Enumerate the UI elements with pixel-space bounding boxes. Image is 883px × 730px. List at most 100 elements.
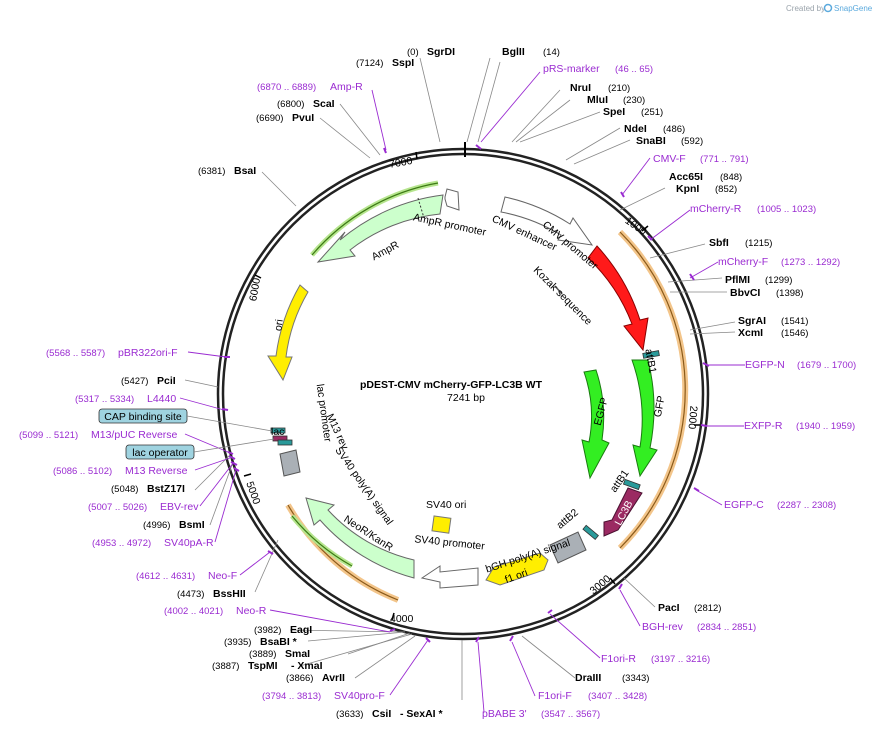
primer-pos-mcherry-f: (1273 .. 1292) bbox=[781, 257, 840, 268]
snapgene-logo-icon bbox=[823, 3, 833, 13]
sv40-polya-label: SV40 poly(A) signal bbox=[332, 445, 395, 527]
primer-pos-neo-r: (4002 .. 4021) bbox=[164, 606, 223, 617]
enzyme-acc65i: Acc65I bbox=[669, 171, 703, 183]
kozak-label: Kozak sequence bbox=[531, 264, 594, 327]
egfp-arrow bbox=[581, 369, 610, 480]
enzyme-bsmi: BsmI bbox=[179, 519, 205, 531]
feature-arrows bbox=[267, 188, 660, 589]
enzyme-scai: ScaI bbox=[313, 98, 335, 110]
enzyme-pos-bglii: (14) bbox=[543, 47, 560, 58]
enzyme-pos-nrui: (210) bbox=[608, 83, 630, 94]
primer-f1ori-r: F1ori-R bbox=[601, 653, 636, 665]
enzyme-csii: CsiI bbox=[372, 708, 391, 720]
cmv-arrow bbox=[500, 196, 594, 246]
enzyme-pflmi: PflMI bbox=[725, 274, 750, 286]
lc3b-arrow bbox=[603, 487, 643, 537]
enzyme-pos-bstz17i: (5048) bbox=[111, 484, 138, 495]
primer-pos-ebv-rev: (5007 .. 5026) bbox=[88, 502, 147, 513]
primer-sv40pro-f: SV40pro-F bbox=[334, 690, 385, 702]
primer-pos-neo-f: (4612 .. 4631) bbox=[136, 571, 195, 582]
primer-l4440: L4440 bbox=[147, 393, 176, 405]
primer-exfp-r: EXFP-R bbox=[744, 420, 783, 432]
tick-label-3000: 3000 bbox=[588, 573, 614, 597]
bgh-polya-box bbox=[549, 531, 587, 564]
primer-ebv-rev: EBV-rev bbox=[160, 501, 199, 513]
enzyme-pos-pcii: (5427) bbox=[121, 376, 148, 387]
enzyme-sspi: SspI bbox=[392, 57, 414, 69]
enzyme-bsabi: BsaBI * bbox=[260, 636, 298, 648]
enzyme-pos-mlui: (230) bbox=[623, 95, 645, 106]
primer-pos-m13-puc-reverse: (5099 .. 5121) bbox=[19, 430, 78, 441]
primer-f1ori-f: F1ori-F bbox=[538, 690, 572, 702]
primer-pos-sv40pa-r: (4953 .. 4972) bbox=[92, 538, 151, 549]
enzyme-pos-acc65i: (848) bbox=[720, 172, 742, 183]
enzyme-xmai: - XmaI bbox=[291, 660, 323, 672]
enzyme-pos-xcmi: (1546) bbox=[781, 328, 808, 339]
primer-pos-sv40pro-f: (3794 .. 3813) bbox=[262, 691, 321, 702]
enzyme-nrui: NruI bbox=[570, 82, 591, 94]
primer-pos-egfp-n: (1679 .. 1700) bbox=[797, 360, 856, 371]
plasmid-size: 7241 bp bbox=[447, 392, 485, 404]
ori-arrow bbox=[267, 284, 309, 382]
enzyme-smai: SmaI bbox=[285, 648, 310, 660]
primer-pos-m13-reverse: (5086 .. 5102) bbox=[53, 466, 112, 477]
enzyme-paci: PacI bbox=[658, 602, 680, 614]
enzyme-ndei: NdeI bbox=[624, 123, 647, 135]
enzyme-tspmi: TspMI bbox=[248, 660, 278, 672]
lac-small-label: lac bbox=[271, 426, 284, 438]
primer-neo-f: Neo-F bbox=[208, 570, 237, 582]
primer-mcherry-r: mCherry-R bbox=[690, 203, 742, 215]
enzyme-sbfi: SbfI bbox=[709, 237, 729, 249]
enzyme-pos-pflmi: (1299) bbox=[765, 275, 792, 286]
lac-operator-label: lac operator bbox=[132, 447, 188, 459]
snapgene-brand-label: SnapGene bbox=[834, 4, 873, 13]
attb1-box-a bbox=[642, 350, 660, 359]
tick-label-2000: 2000 bbox=[686, 405, 700, 429]
primer-cmv-f: CMV-F bbox=[653, 153, 686, 165]
boxed-labels: CAP binding site lac operator bbox=[98, 408, 275, 460]
enzyme-pos-paci: (2812) bbox=[694, 603, 721, 614]
green-arc-top-line bbox=[311, 182, 439, 256]
attb2-box bbox=[582, 524, 599, 541]
enzyme-pos-sspi: (7124) bbox=[356, 58, 383, 69]
enzyme-bsai: BsaI bbox=[234, 165, 256, 177]
enzyme-pos-eagi: (3982) bbox=[254, 625, 281, 636]
primer-m13-reverse: M13 Reverse bbox=[125, 465, 188, 477]
enzyme-sgrai: SgrAI bbox=[738, 315, 766, 327]
enzyme-xcmi: XcmI bbox=[738, 327, 763, 339]
primer-pos-l4440: (5317 .. 5334) bbox=[75, 394, 134, 405]
position-ticks: 1000 2000 3000 4000 5000 6000 7000 bbox=[243, 151, 700, 625]
neor-arrow bbox=[305, 497, 415, 579]
primer-pos-egfp-c: (2287 .. 2308) bbox=[777, 500, 836, 511]
enzyme-pos-tspmi: (3887) bbox=[212, 661, 239, 672]
primer-sv40pa-r: SV40pA-R bbox=[164, 537, 214, 549]
enzyme-pos-sgrdi: (0) bbox=[407, 47, 419, 58]
enzyme-mlui: MluI bbox=[587, 94, 608, 106]
enzyme-sexai: - SexAI * bbox=[400, 708, 444, 720]
enzyme-draiii: DraIII bbox=[575, 672, 601, 684]
enzyme-spei: SpeI bbox=[603, 106, 625, 118]
m13-rev-box bbox=[277, 439, 293, 446]
attb2-label: attB2 bbox=[554, 506, 581, 531]
primer-pbabe3: pBABE 3' bbox=[482, 708, 527, 720]
enzyme-pos-ndei: (486) bbox=[663, 124, 685, 135]
primer-bgh-rev: BGH-rev bbox=[642, 621, 684, 633]
enzyme-bsshii: BssHII bbox=[213, 588, 246, 600]
gfp-label: GFP bbox=[652, 395, 668, 418]
enzyme-pos-avrii: (3866) bbox=[286, 673, 313, 684]
enzyme-pos-kpni: (852) bbox=[715, 184, 737, 195]
enzyme-kpni: KpnI bbox=[676, 183, 699, 195]
sv40-ori-box bbox=[431, 515, 452, 534]
mcherry-arrow bbox=[587, 245, 649, 352]
enzyme-pos-bsmi: (4996) bbox=[143, 520, 170, 531]
green-arc-bottom-line bbox=[291, 515, 353, 567]
tick-label-6000: 6000 bbox=[247, 277, 263, 302]
primer-egfp-c: EGFP-C bbox=[724, 499, 764, 511]
primer-amp-r: Amp-R bbox=[330, 81, 363, 93]
enzyme-bstz17i: BstZ17I bbox=[147, 483, 185, 495]
enzyme-labels: (0) SgrDI BglII (14) (7124) SspI NruI (2… bbox=[111, 46, 808, 720]
primer-pos-exfp-r: (1940 .. 1959) bbox=[796, 421, 855, 432]
ampr-label: AmpR bbox=[370, 239, 402, 263]
enzyme-bglii: BglII bbox=[502, 46, 525, 58]
enzyme-pos-draiii: (3343) bbox=[622, 673, 649, 684]
